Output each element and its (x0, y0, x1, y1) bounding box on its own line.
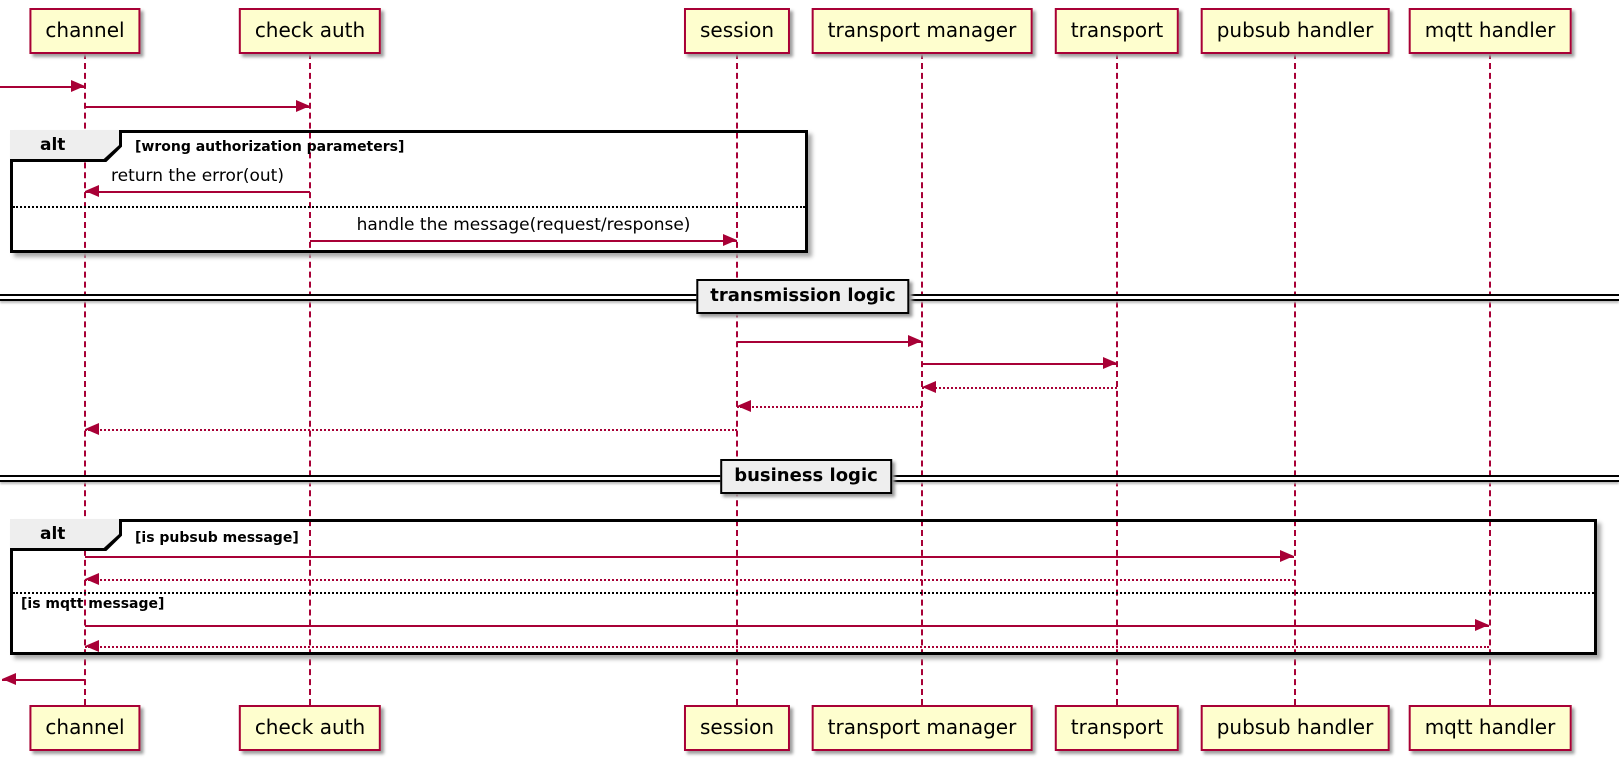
divider-label-business-logic: business logic (720, 459, 892, 494)
participant-transport-bottom: transport (1054, 705, 1180, 751)
arrowhead-left-icon (85, 640, 99, 652)
arrowhead-right-icon (71, 80, 85, 92)
arrow-shaft (922, 363, 1117, 365)
alt-operator-badge-2: alt (10, 519, 122, 551)
lifeline-transport-manager (921, 53, 923, 705)
arrowhead-left-icon (85, 185, 99, 197)
guard-is-pubsub-message: [is pubsub message] (135, 530, 299, 546)
arrowhead-left-icon (2, 673, 16, 685)
divider-label-transmission-logic: transmission logic (696, 279, 910, 314)
guard-wrong-authorization: [wrong authorization parameters] (135, 139, 405, 155)
arrowhead-left-icon (922, 381, 936, 393)
message-label-handle-message: handle the message(request/response) (356, 215, 691, 235)
arrow-shaft (85, 191, 310, 193)
alt-operator-label: alt (10, 130, 119, 159)
alt-else-separator-routing (13, 592, 1594, 594)
participant-transport-manager-top: transport manager (811, 8, 1033, 54)
alt-operator-badge: alt (10, 130, 122, 162)
arrow-shaft (85, 579, 1294, 581)
arrow-shaft (85, 625, 1489, 627)
arrow-shaft (2, 679, 85, 681)
lifeline-channel (84, 53, 86, 705)
lifeline-mqtt-handler (1489, 53, 1491, 705)
arrowhead-left-icon (85, 573, 99, 585)
arrowhead-right-icon (1103, 357, 1117, 369)
lifeline-check-auth (309, 53, 311, 705)
participant-transport-manager-bottom: transport manager (811, 705, 1033, 751)
participant-channel-top: channel (29, 8, 141, 54)
participant-channel-bottom: channel (29, 705, 141, 751)
arrow-shaft (310, 240, 737, 242)
participant-mqtt-handler-top: mqtt handler (1408, 8, 1572, 54)
arrowhead-left-icon (737, 400, 751, 412)
arrowhead-right-icon (908, 335, 922, 347)
arrow-shaft (737, 341, 922, 343)
arrowhead-right-icon (1280, 550, 1294, 562)
arrowhead-right-icon (1475, 619, 1489, 631)
lifeline-session (736, 53, 738, 705)
alt-fragment-auth: alt [wrong authorization parameters] (10, 130, 808, 253)
arrow-shaft (0, 86, 85, 88)
lifeline-pubsub-handler (1294, 53, 1296, 705)
arrow-shaft (737, 406, 922, 408)
arrow-shaft (85, 106, 310, 108)
participant-check-auth-top: check auth (238, 8, 382, 54)
arrow-shaft (922, 387, 1117, 389)
arrowhead-right-icon (296, 100, 310, 112)
participant-transport-top: transport (1054, 8, 1180, 54)
arrowhead-right-icon (723, 234, 737, 246)
participant-pubsub-handler-top: pubsub handler (1200, 8, 1390, 54)
participant-check-auth-bottom: check auth (238, 705, 382, 751)
participant-pubsub-handler-bottom: pubsub handler (1200, 705, 1390, 751)
participant-session-top: session (683, 8, 791, 54)
lifeline-transport (1116, 53, 1118, 705)
alt-operator-label-2: alt (10, 519, 119, 548)
arrowhead-left-icon (85, 423, 99, 435)
arrow-shaft (85, 429, 737, 431)
participant-session-bottom: session (683, 705, 791, 751)
guard-is-mqtt-message: [is mqtt message] (21, 596, 165, 612)
alt-fragment-routing: alt [is pubsub message] [is mqtt message… (10, 519, 1597, 655)
arrow-shaft (85, 556, 1294, 558)
message-label-return-error: return the error(out) (111, 166, 284, 186)
arrow-shaft (85, 646, 1489, 648)
alt-else-separator-auth (13, 206, 805, 208)
participant-mqtt-handler-bottom: mqtt handler (1408, 705, 1572, 751)
